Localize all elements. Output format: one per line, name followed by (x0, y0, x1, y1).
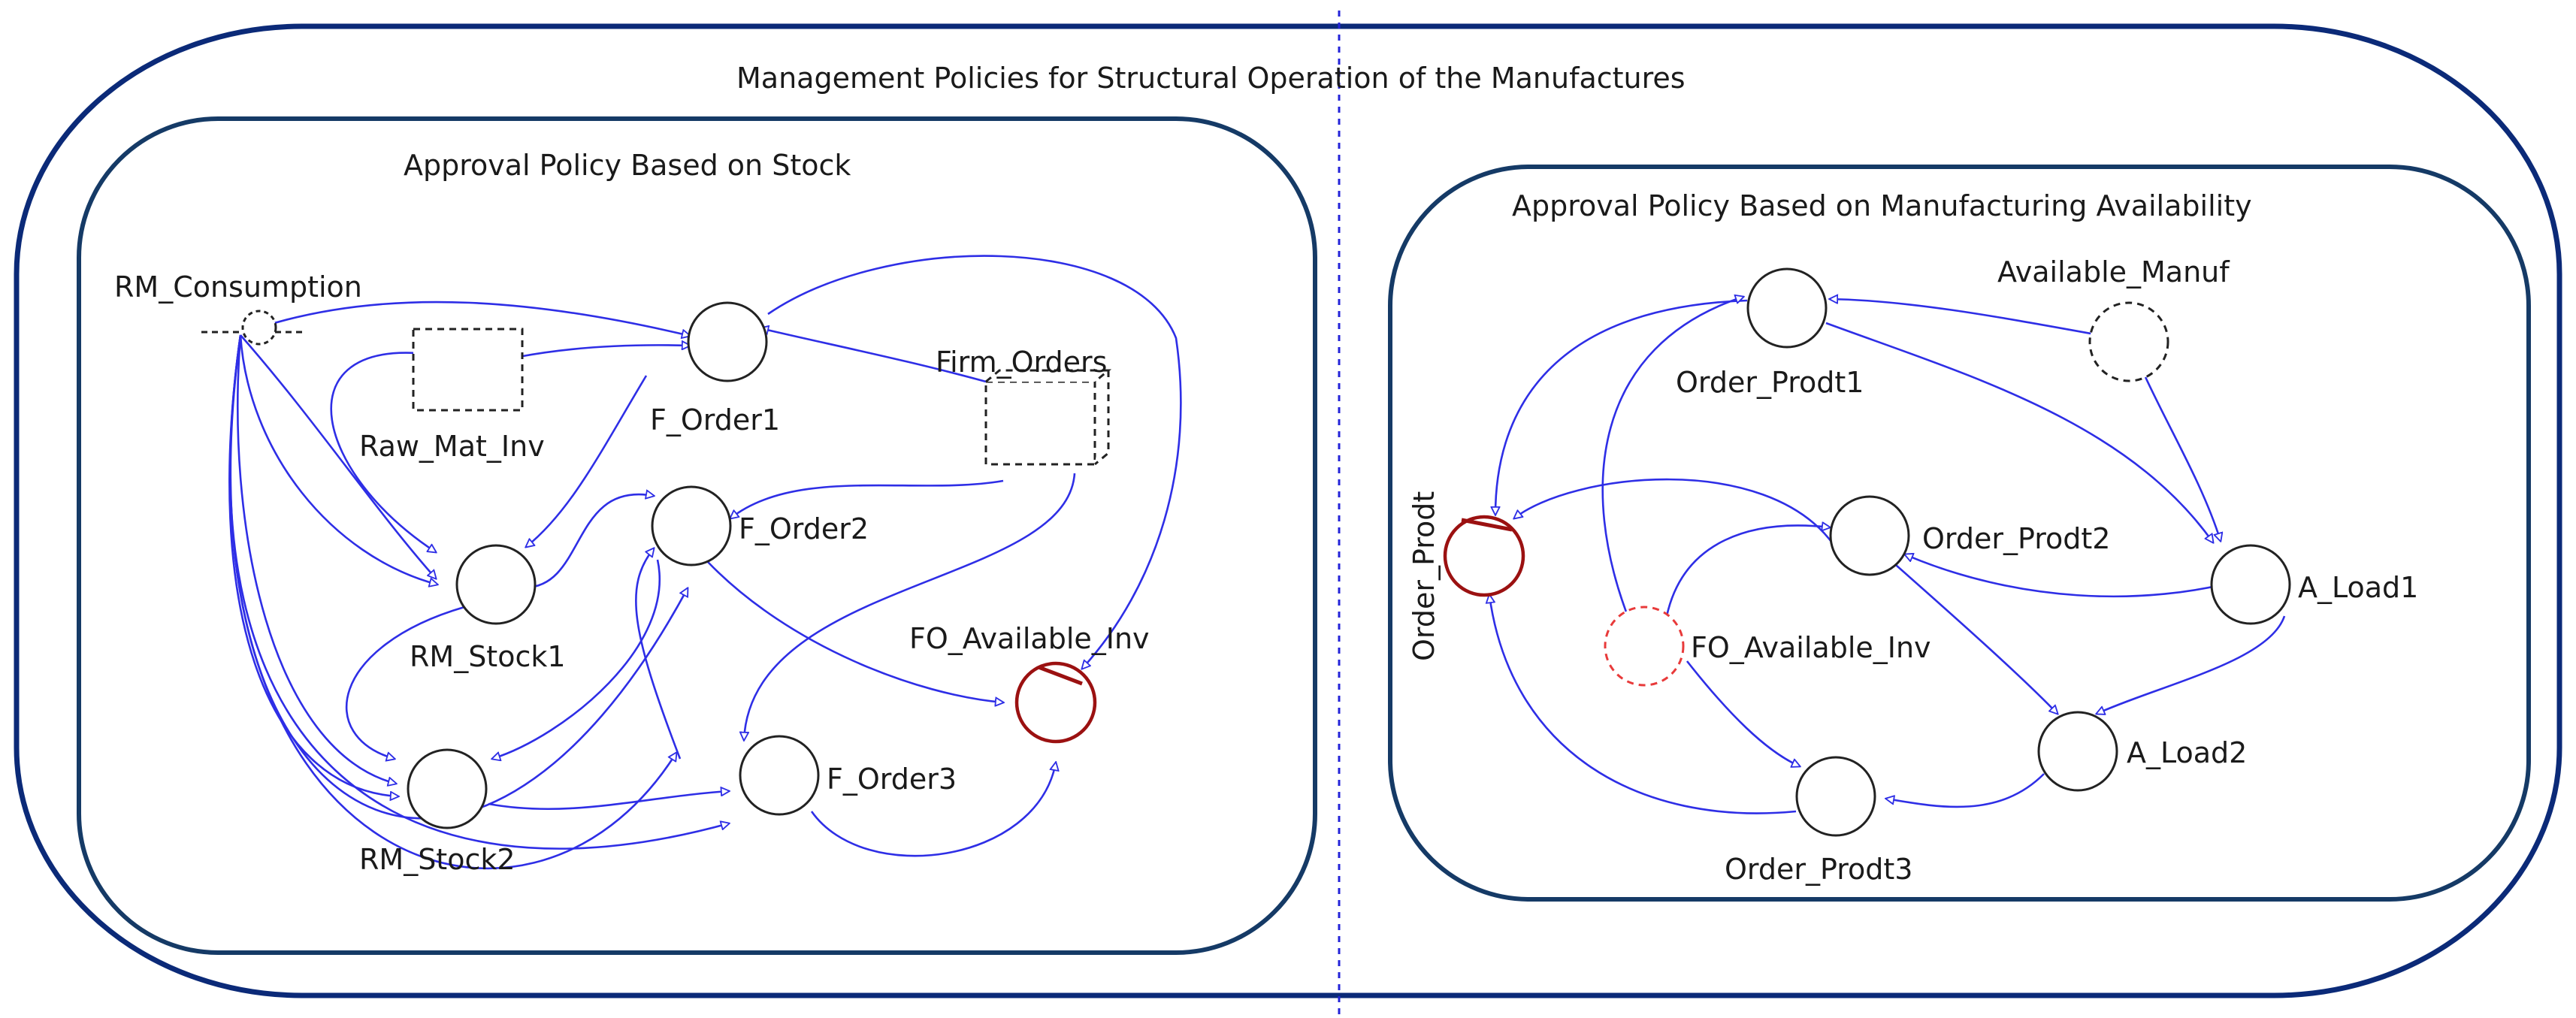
link (1665, 526, 1830, 617)
link (345, 606, 465, 759)
shadow-marker-icon (1461, 518, 1513, 532)
link (1495, 299, 1748, 515)
diagram-title: Management Policies for Structural Opera… (736, 62, 1686, 95)
auxiliary-node-icon (1795, 756, 1876, 837)
node-label: Order_Prodt1 (1676, 366, 1864, 399)
stock-policy-frame (77, 116, 1317, 955)
auxiliary-node-icon (455, 544, 537, 625)
stock-box-icon (984, 380, 1096, 466)
node-raw-mat-inv[interactable]: Raw_Mat_Inv (359, 328, 545, 463)
node-label: A_Load2 (2127, 736, 2247, 769)
stock-policy-links (228, 255, 1182, 870)
node-label: A_Load1 (2298, 571, 2418, 604)
node-order-prodt3[interactable]: Order_Prodt3 (1725, 756, 1912, 886)
node-label: FO_Available_Inv (909, 622, 1150, 655)
link (518, 345, 690, 358)
link (707, 561, 1003, 702)
link (1825, 322, 2213, 542)
node-label: Firm_Orders (936, 346, 1107, 379)
node-f-order1[interactable]: F_Order1 (650, 301, 780, 437)
auxiliary-node-icon (1829, 495, 1910, 576)
node-a-load1[interactable]: A_Load1 (2210, 544, 2418, 625)
node-f-order3[interactable]: F_Order3 (739, 735, 957, 816)
ghost-shadow-node-icon (1604, 606, 1685, 687)
node-order-prodt[interactable]: Order_Prodt (1407, 491, 1525, 661)
link (767, 255, 1182, 669)
link (1830, 299, 2096, 336)
link (525, 494, 654, 589)
shadow-marker-icon (1038, 665, 1083, 686)
node-label: Order_Prodt2 (1922, 522, 2110, 555)
link (1905, 554, 2248, 598)
auxiliary-node-icon (651, 485, 732, 566)
node-f-order2[interactable]: F_Order2 (651, 485, 869, 566)
link (239, 334, 437, 585)
node-label: RM_Stock2 (359, 843, 516, 876)
manufacturing-policy-title: Approval Policy Based on Manufacturing A… (1512, 189, 2252, 222)
ghost-node-icon (2088, 301, 2169, 382)
flow-valve-icon (241, 310, 277, 346)
auxiliary-node-icon (1746, 267, 1828, 349)
node-label: RM_Consumption (114, 270, 362, 304)
manufacturing-policy-frame (1388, 165, 2531, 902)
auxiliary-node-icon (2210, 544, 2291, 625)
node-label: FO_Available_Inv (1691, 631, 1931, 664)
link (259, 301, 690, 336)
node-label: Order_Prodt3 (1725, 853, 1912, 886)
auxiliary-node-icon (687, 301, 768, 382)
node-firm-orders[interactable]: Firm_Orders (936, 346, 1112, 466)
outer-frame (14, 23, 2562, 998)
link (2136, 360, 2221, 541)
link (1889, 559, 2057, 714)
node-fo-available-inv[interactable]: FO_Available_Inv (909, 622, 1150, 744)
auxiliary-node-icon (2037, 711, 2118, 792)
node-label: Available_Manuf (1997, 255, 2230, 288)
link (488, 791, 729, 811)
link (330, 352, 436, 552)
node-available-manuf[interactable]: Available_Manuf (1997, 255, 2230, 382)
link (744, 473, 1076, 740)
node-a-load2[interactable]: A_Load2 (2037, 711, 2247, 792)
link (526, 375, 648, 547)
node-rm-stock2[interactable]: RM_Stock2 (359, 748, 516, 876)
link (810, 763, 1056, 857)
link (1514, 478, 1835, 545)
auxiliary-node-icon (407, 748, 488, 829)
node-label: Raw_Mat_Inv (359, 430, 545, 463)
node-rm-consumption[interactable]: RM_Consumption (114, 270, 362, 346)
node-fo-available-inv-ghost[interactable]: FO_Available_Inv (1604, 606, 1931, 687)
link (237, 334, 396, 784)
node-label: F_Order2 (739, 512, 869, 545)
stock-depth-icon (985, 369, 1112, 466)
node-label: RM_Stock1 (410, 640, 566, 673)
auxiliary-node-icon (739, 735, 820, 816)
manufacturing-policy-links (1489, 297, 2286, 814)
node-label: Order_Prodt (1407, 491, 1441, 661)
link (1886, 773, 2045, 808)
link (1686, 660, 1800, 766)
node-order-prodt2[interactable]: Order_Prodt2 (1829, 495, 2110, 576)
stock-box-icon (412, 328, 524, 412)
link (492, 559, 661, 759)
link (240, 334, 436, 578)
group-stock-policy: Approval Policy Based on Stock (77, 116, 1317, 955)
link (1601, 297, 1743, 621)
stock-policy-title: Approval Policy Based on Stock (404, 149, 851, 182)
link (1489, 595, 1797, 814)
link (730, 479, 1004, 518)
link (760, 328, 987, 383)
shadow-node-icon (1443, 515, 1525, 597)
group-manufacturing-policy: Approval Policy Based on Manufacturing A… (1388, 165, 2531, 902)
node-rm-stock1[interactable]: RM_Stock1 (410, 544, 566, 673)
node-order-prodt1[interactable]: Order_Prodt1 (1676, 267, 1864, 399)
link (2097, 615, 2286, 714)
link (229, 334, 676, 870)
node-label: F_Order3 (827, 763, 957, 796)
node-label: F_Order1 (650, 403, 780, 437)
link (635, 548, 682, 760)
